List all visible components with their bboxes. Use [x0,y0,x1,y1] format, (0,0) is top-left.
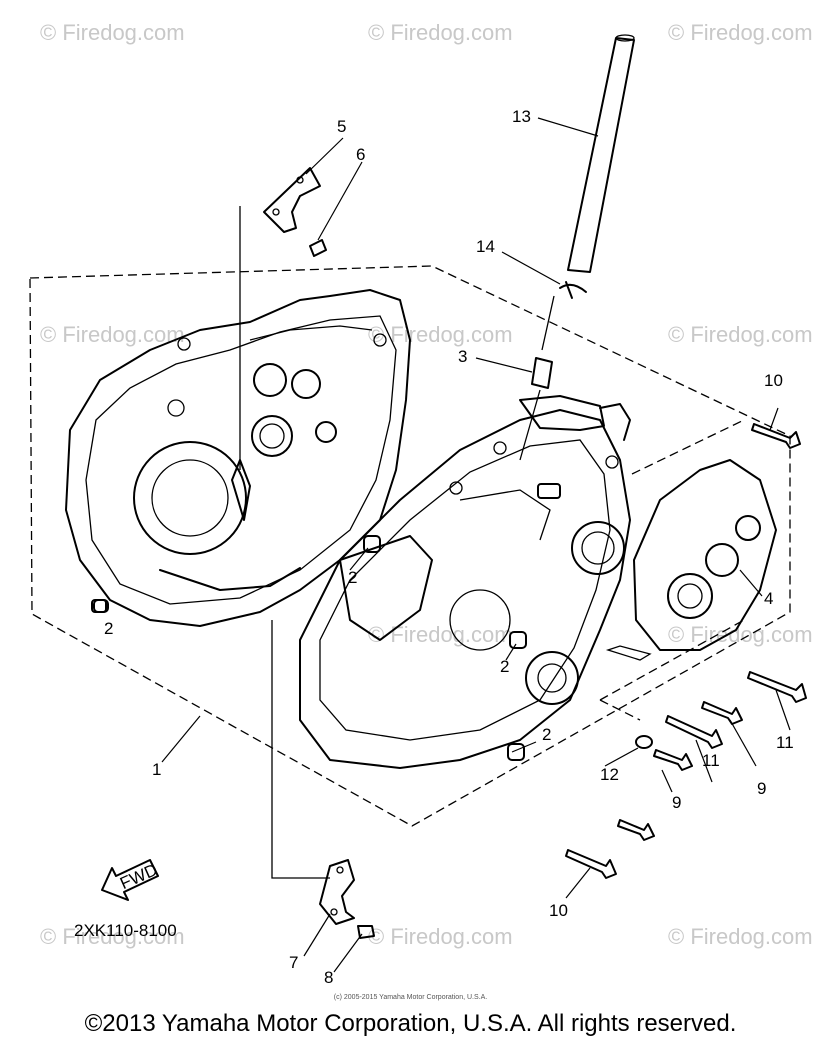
plate-top [263,167,327,257]
side-cover [605,459,777,661]
breather-pipe [567,37,635,273]
part-label: 10 [549,901,568,920]
bolt [701,701,743,725]
watermark-text: © Firedog.com [368,20,513,45]
plate-bottom [319,859,375,939]
part-label: 9 [757,779,766,798]
screw [357,925,375,939]
watermark-text: © Firedog.com [368,924,513,949]
right-crankcase [299,395,631,769]
bolt [751,423,801,449]
part-label: 1 [152,760,161,779]
watermark-text: © Firedog.com [668,322,813,347]
part-label: 4 [764,589,773,608]
watermark-text: © Firedog.com [368,322,513,347]
part-label: 2 [348,568,357,587]
part-label: 5 [337,117,346,136]
reference-line [239,206,330,879]
watermark-text: © Firedog.com [40,924,185,949]
left-crankcase [65,289,411,627]
dowel-pin [363,535,381,553]
assembly-boundary-outline [29,265,791,827]
bolts [565,423,807,879]
dowel-pins [93,535,527,761]
bolt [565,849,617,879]
part-label: 11 [702,751,720,770]
part-label: 3 [458,347,467,366]
part-label: 10 [764,371,783,390]
part-label: 14 [476,237,495,256]
part-label: 2 [500,657,509,676]
leader-lines [161,117,791,973]
dowel-pin [509,631,527,649]
copyright-notice: ©2013 Yamaha Motor Corporation, U.S.A. A… [84,1010,737,1037]
bolt [665,715,723,749]
part-label: 8 [324,968,333,987]
cover-boundary-outline [599,419,745,721]
hose-clip [559,281,587,299]
watermark-text: © Firedog.com [40,322,185,347]
part-label: 7 [289,953,298,972]
part-label: 2 [542,725,551,744]
breather-pipe-assembly [519,34,635,461]
part-label: 9 [672,793,681,812]
forward-direction-arrow: FWD [101,859,160,901]
screw [309,239,327,257]
small-copyright: (c) 2005-2015 Yamaha Motor Corporation, … [333,994,488,1001]
bolt [747,671,807,703]
watermark-text: © Firedog.com [368,622,513,647]
watermark-text: © Firedog.com [668,622,813,647]
part-label: 12 [600,765,619,784]
part-label: 2 [104,619,113,638]
watermark-layer: © Firedog.com © Firedog.com © Firedog.co… [40,20,813,949]
watermark-text: © Firedog.com [668,20,813,45]
breather-fitting [531,357,553,389]
diagram-code: 2XK110-8100 [74,921,177,940]
part-label: 11 [776,733,794,752]
bolt [617,819,655,841]
part-label: 6 [356,145,365,164]
part-label: 13 [512,107,531,126]
watermark-text: © Firedog.com [40,20,185,45]
bolt [653,749,693,771]
washer [635,735,653,749]
dowel-pin [507,743,525,761]
dowel-pin [93,599,109,613]
watermark-text: © Firedog.com [668,924,813,949]
part-callouts: 1 2 2 2 2 3 4 5 6 7 8 9 9 10 10 11 11 12… [104,107,794,987]
